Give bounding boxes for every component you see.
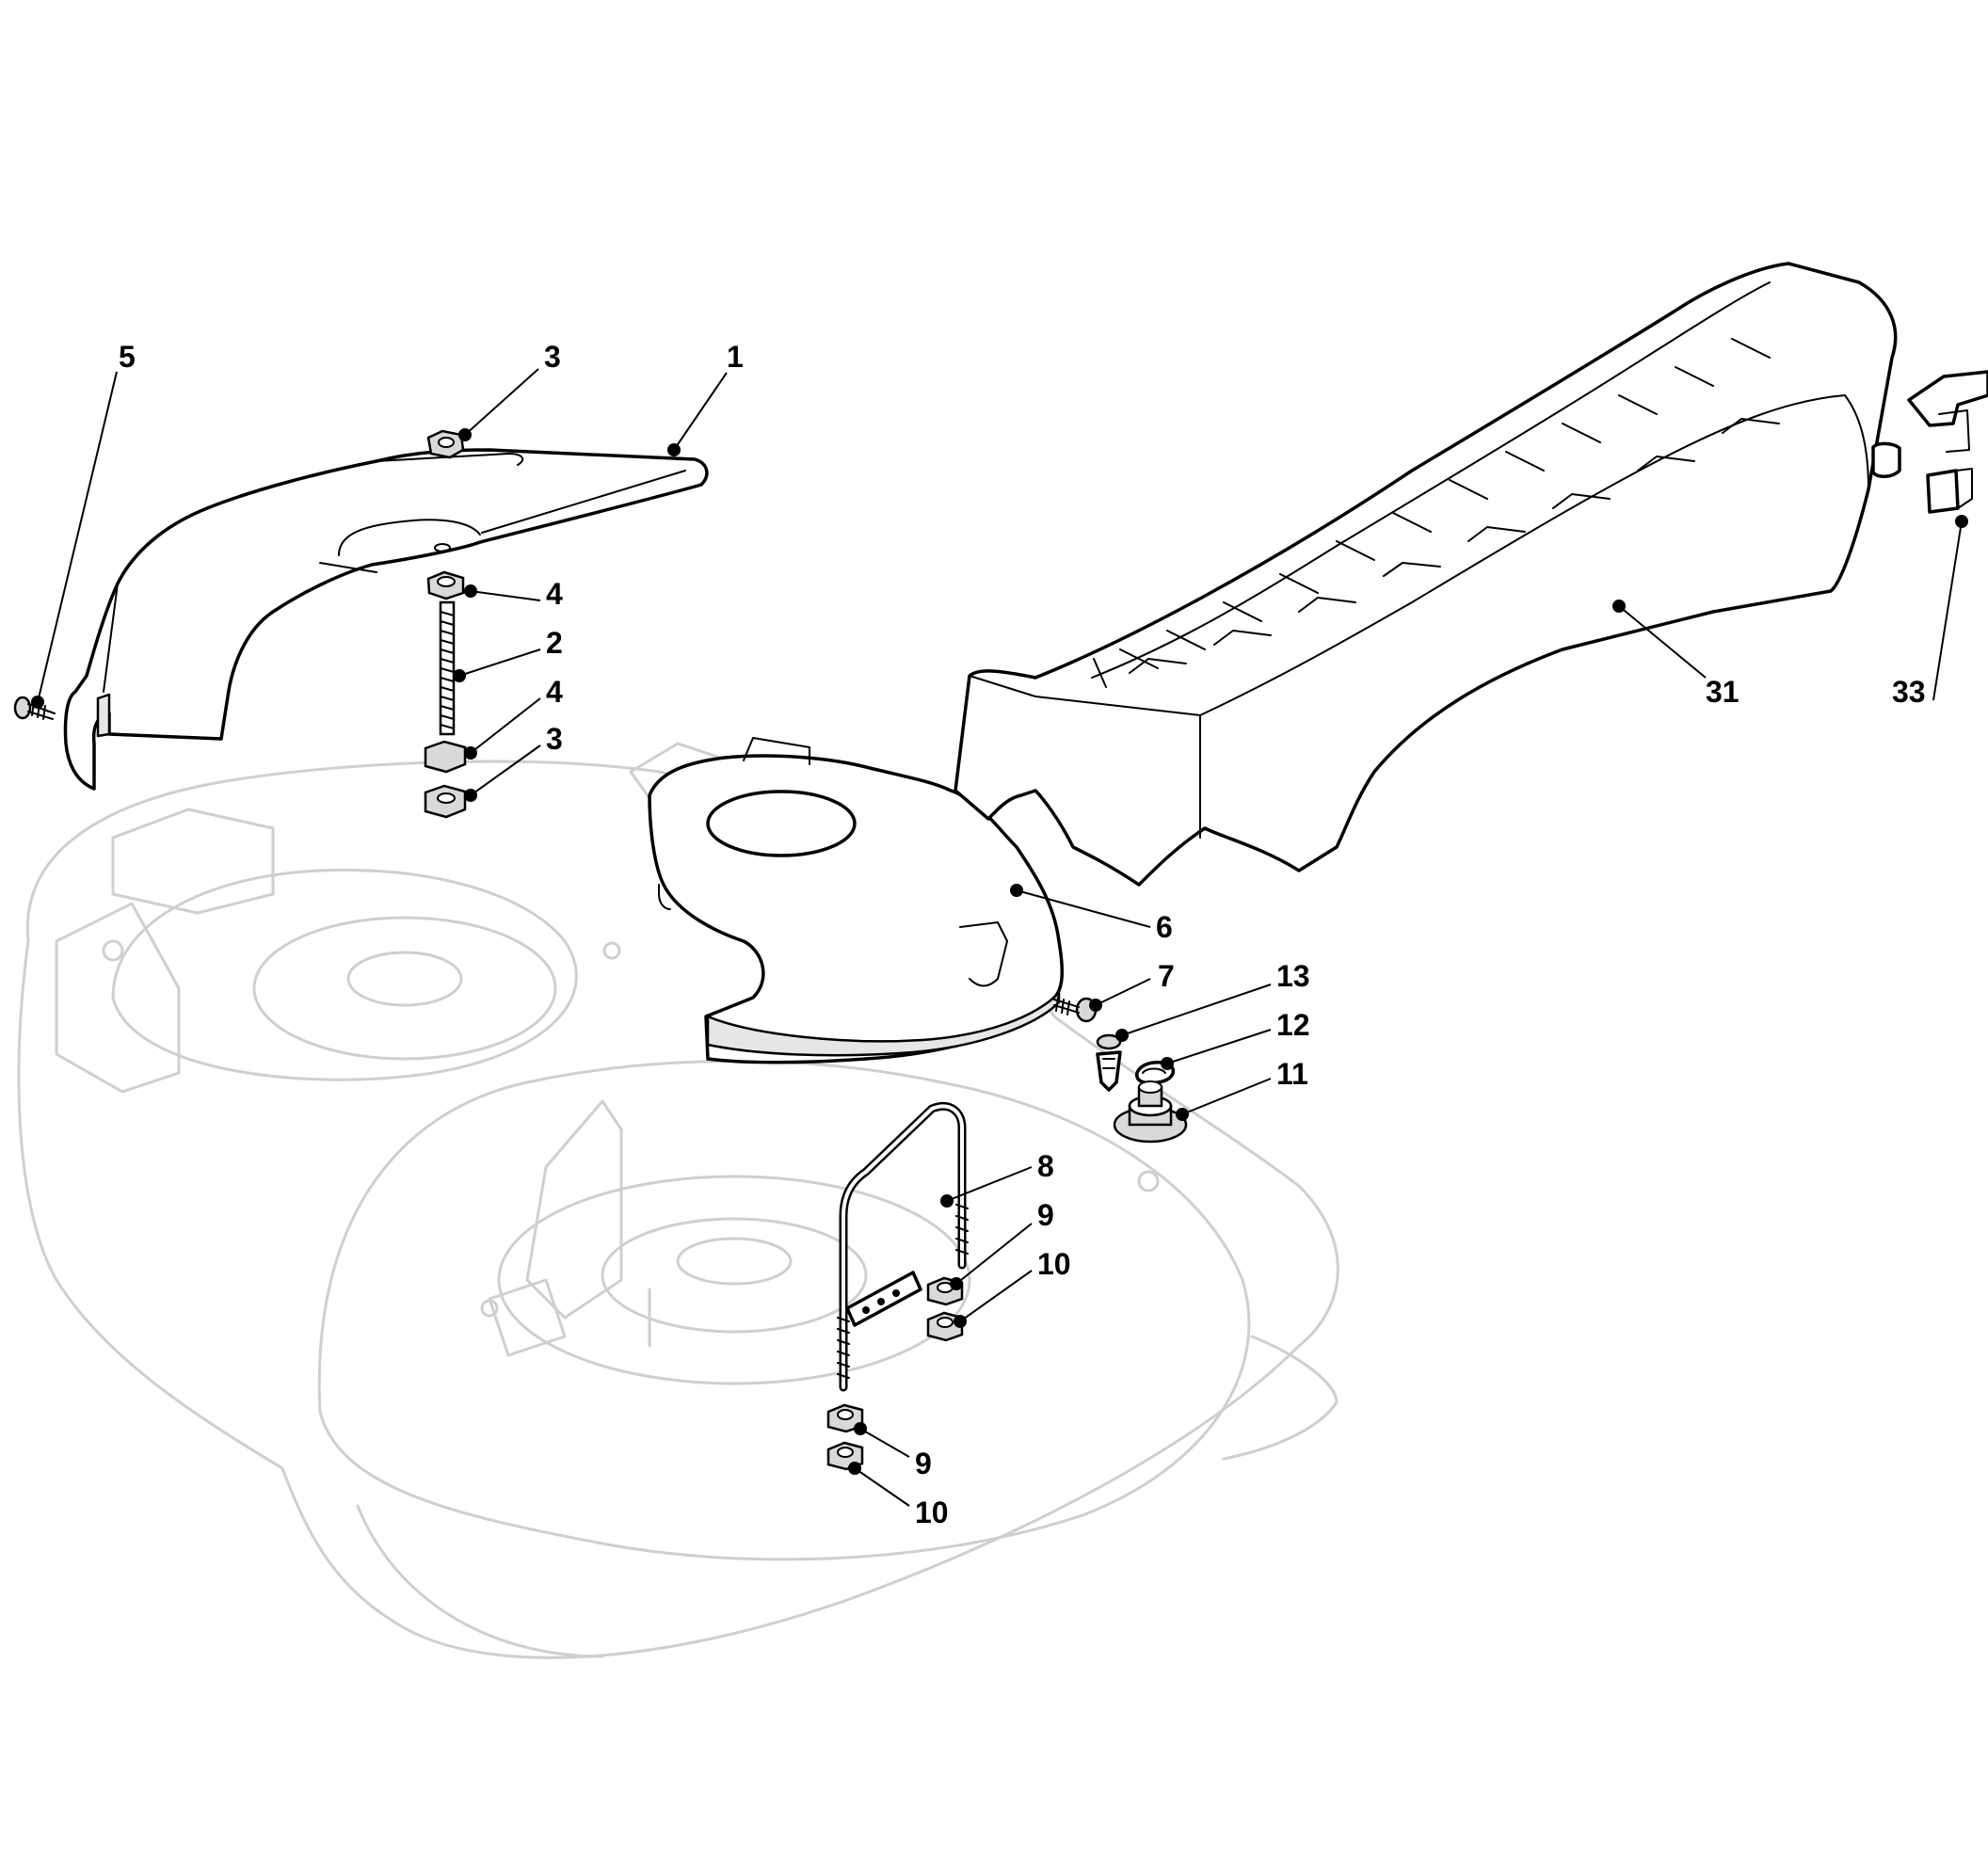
callout-3-top-label: 3	[544, 340, 561, 374]
callout-13-label: 13	[1276, 959, 1310, 993]
nut-4-lower	[424, 740, 467, 774]
callout-4-upper-label: 4	[546, 577, 563, 611]
callout-6: 6	[1010, 884, 1173, 944]
callout-3-bottom: 3	[464, 722, 563, 802]
callout-7-dot	[1089, 999, 1102, 1012]
callout-3-top-dot	[458, 428, 472, 441]
callout-9-left: 9	[854, 1422, 932, 1480]
callout-10-left-label: 10	[915, 1496, 949, 1529]
belt-cover-part	[63, 448, 709, 791]
callout-8-label: 8	[1037, 1149, 1054, 1183]
callout-11: 11	[1176, 1057, 1308, 1121]
screw-7	[1053, 997, 1098, 1023]
callout-10-left-dot	[848, 1462, 861, 1475]
callout-7-label: 7	[1158, 959, 1175, 993]
callout-5-dot	[31, 696, 44, 709]
callout-1-label: 1	[727, 340, 744, 374]
u-bolt-8	[837, 1102, 969, 1392]
callout-9-right: 9	[950, 1198, 1054, 1290]
callout-10-right-label: 10	[1037, 1247, 1071, 1281]
callout-8: 8	[940, 1149, 1054, 1208]
callout-3-top: 3	[458, 340, 561, 441]
callout-4-lower-dot	[464, 746, 477, 760]
nut-4-upper	[426, 570, 465, 600]
callout-4-lower: 4	[464, 675, 563, 760]
callout-1: 1	[667, 340, 744, 456]
callout-12-dot	[1161, 1057, 1174, 1070]
rivet-13	[1096, 1033, 1122, 1092]
callout-3-bottom-dot	[464, 789, 477, 802]
callout-33: 33	[1892, 515, 1968, 709]
callout-12-label: 12	[1276, 1008, 1310, 1042]
callout-7: 7	[1089, 959, 1175, 1012]
callout-9-left-label: 9	[915, 1447, 932, 1480]
callout-10-right-dot	[954, 1315, 967, 1328]
bracket-clip-33	[1907, 370, 1988, 514]
callout-9-left-dot	[854, 1422, 867, 1435]
callout-9-right-dot	[950, 1277, 963, 1290]
callout-8-dot	[940, 1194, 954, 1208]
callout-6-dot	[1010, 884, 1023, 897]
callout-13-dot	[1115, 1029, 1129, 1042]
nut-3-top	[426, 429, 465, 459]
callout-31-label: 31	[1706, 675, 1740, 709]
callout-13: 13	[1115, 959, 1310, 1042]
screw-5	[13, 696, 56, 720]
callout-4-lower-label: 4	[546, 675, 563, 709]
callout-4-upper-dot	[464, 584, 477, 598]
callout-11-dot	[1176, 1108, 1189, 1121]
callout-33-label: 33	[1892, 675, 1926, 709]
callout-31-dot	[1612, 600, 1626, 613]
callout-2-label: 2	[546, 626, 563, 660]
callout-31: 31	[1612, 600, 1740, 709]
discharge-chute-part	[954, 262, 1901, 887]
callout-9-right-label: 9	[1037, 1198, 1054, 1232]
knob-11	[1113, 1080, 1188, 1144]
callout-2: 2	[453, 626, 563, 682]
callout-10-left: 10	[848, 1462, 949, 1529]
callout-33-dot	[1955, 515, 1968, 528]
nut-3-lower	[424, 784, 467, 819]
callout-2-dot	[453, 669, 466, 682]
callout-5-label: 5	[119, 340, 136, 374]
threaded-rod-2	[439, 600, 456, 736]
callout-1-dot	[667, 443, 681, 456]
callout-10-right: 10	[954, 1247, 1071, 1328]
callout-4-upper: 4	[464, 577, 563, 611]
callout-12: 12	[1161, 1008, 1310, 1070]
callout-6-label: 6	[1156, 910, 1173, 944]
callout-5: 5	[31, 340, 136, 709]
nut-10-right	[926, 1311, 964, 1342]
callout-3-bottom-label: 3	[546, 722, 563, 756]
pulley-cover-part	[648, 737, 1065, 1064]
callout-11-label: 11	[1276, 1057, 1308, 1091]
